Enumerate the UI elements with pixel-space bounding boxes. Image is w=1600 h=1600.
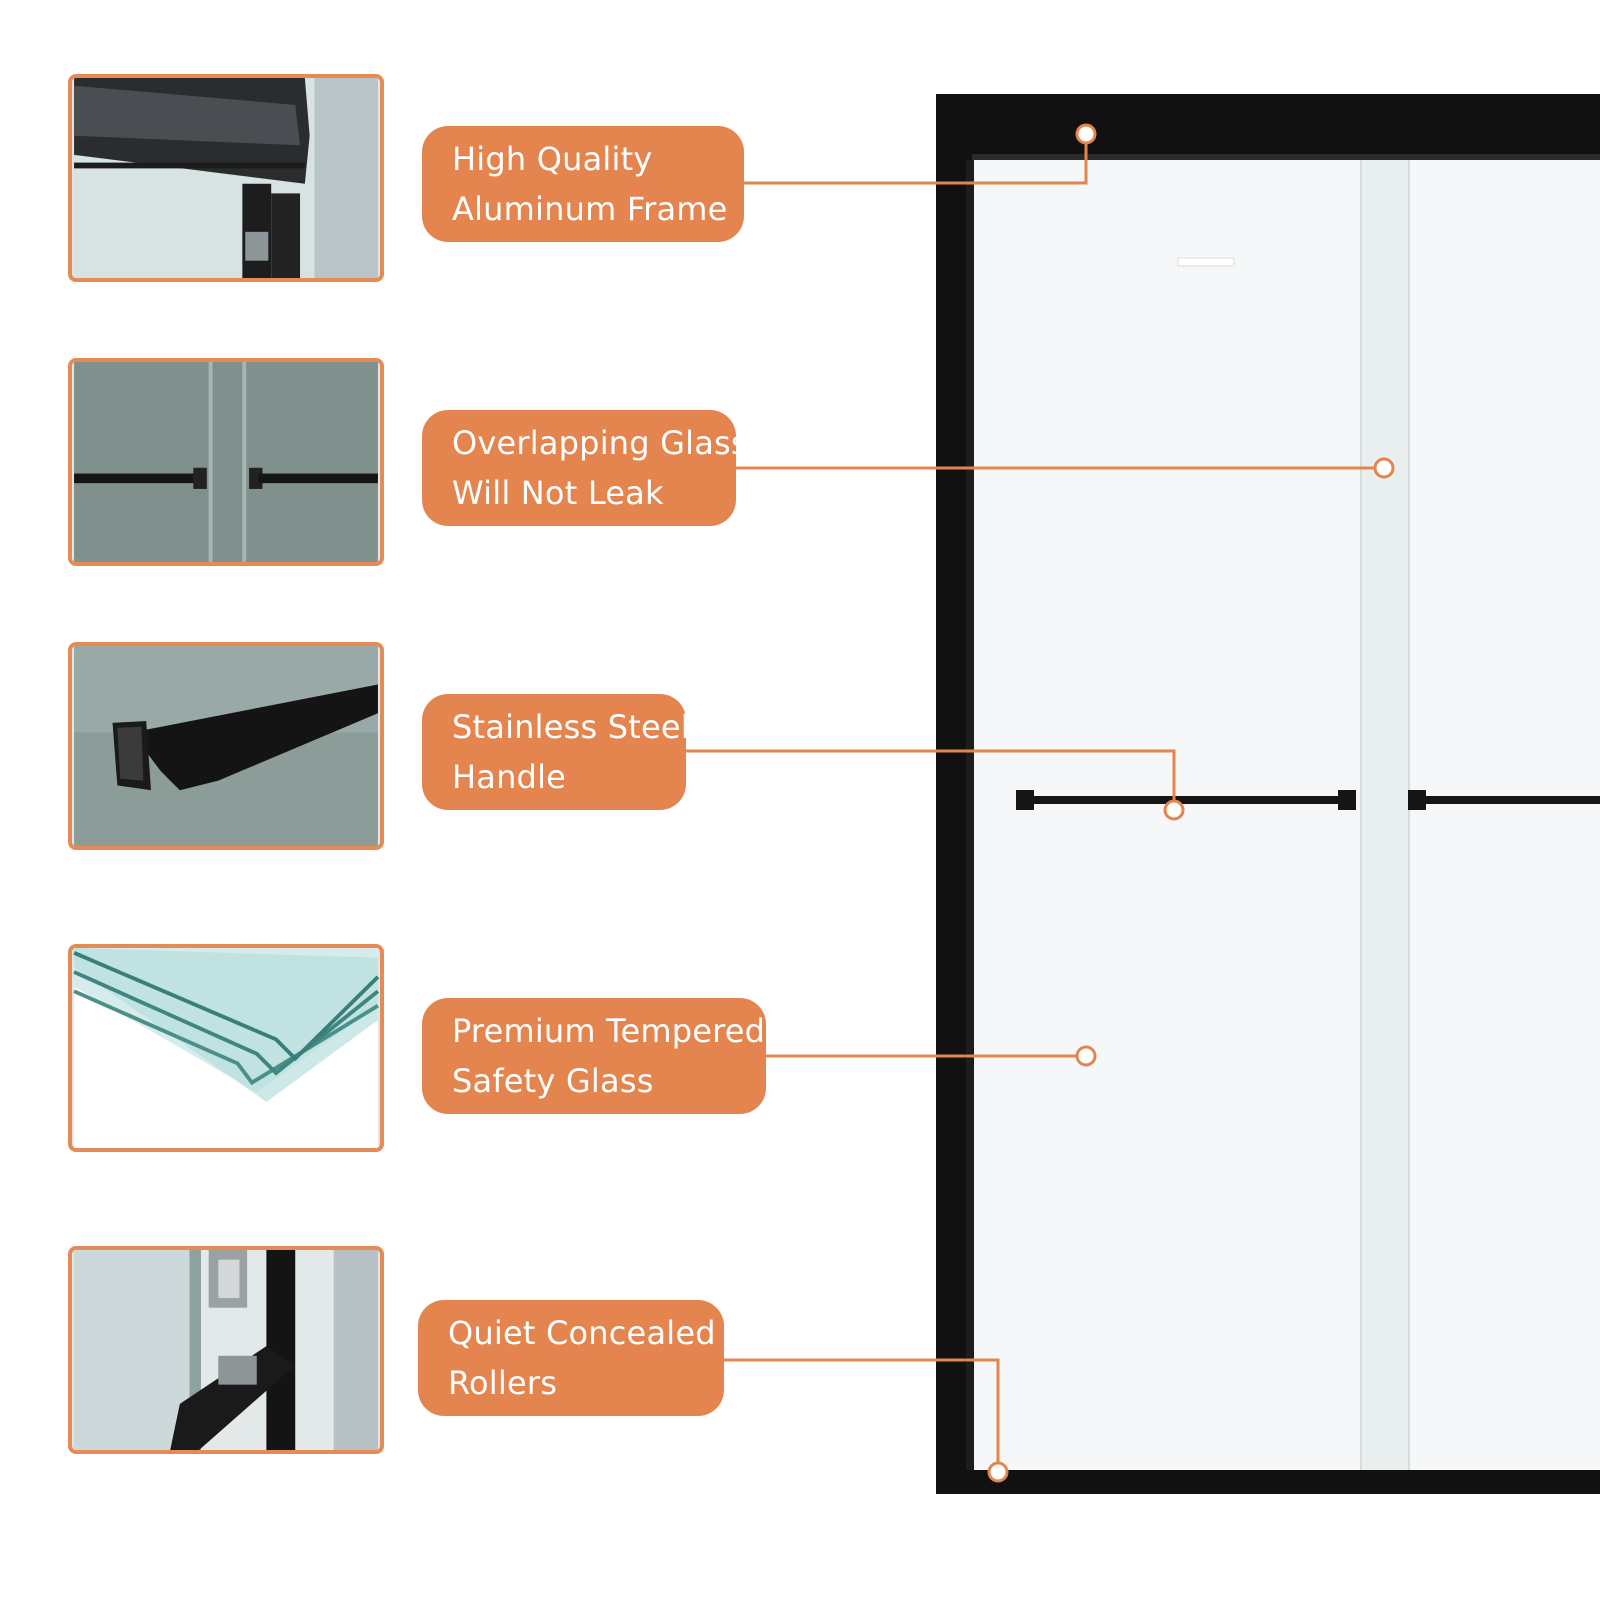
label-rollers: Quiet Concealed Rollers <box>418 1300 724 1416</box>
thumb-tempered-glass <box>68 944 384 1152</box>
label-handle: Stainless Steel Handle <box>422 694 690 810</box>
label-aluminum-frame-line1: High Quality <box>452 140 653 178</box>
label-aluminum-frame-line2: Aluminum Frame <box>452 190 728 228</box>
label-overlapping-glass: Overlapping Glass Will Not Leak <box>422 410 748 526</box>
handle-closeup-icon <box>74 646 378 846</box>
label-rollers-line1: Quiet Concealed <box>448 1314 716 1352</box>
roller-closeup-icon <box>74 1250 378 1450</box>
thumb-overlapping-glass <box>68 358 384 566</box>
label-overlapping-glass-line1: Overlapping Glass <box>452 424 748 462</box>
label-overlapping-glass-line2: Will Not Leak <box>452 474 664 512</box>
thumb-handle <box>68 642 384 850</box>
aluminum-frame-closeup-icon <box>74 78 378 278</box>
label-tempered-glass: Premium Tempered Safety Glass <box>422 998 766 1114</box>
label-rollers-line2: Rollers <box>448 1364 558 1402</box>
thumb-rollers <box>68 1246 384 1454</box>
label-handle-line1: Stainless Steel <box>452 708 690 746</box>
label-aluminum-frame: High Quality Aluminum Frame <box>422 126 744 242</box>
glass-panes-closeup-icon <box>73 948 380 1148</box>
thumb-aluminum-frame <box>68 74 384 282</box>
label-handle-line2: Handle <box>452 758 567 796</box>
label-tempered-glass-line1: Premium Tempered <box>452 1012 766 1050</box>
overlapping-glass-closeup-icon <box>74 362 378 562</box>
door-glass <box>970 160 1600 1470</box>
label-tempered-glass-line2: Safety Glass <box>452 1062 654 1100</box>
